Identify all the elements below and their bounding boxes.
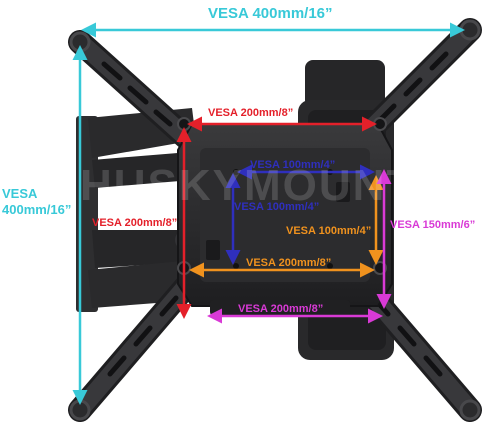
vesa-400-top-label: VESA 400mm/16” <box>208 5 333 22</box>
vesa-200-lower-label: VESA 200mm/8” <box>238 303 324 315</box>
bracket-slots <box>101 51 449 377</box>
vesa-200-left-label: VESA 200mm/8” <box>92 217 178 229</box>
bracket-end-holes <box>69 19 481 421</box>
vesa-150-right-label: VESA 150mm/6” <box>390 219 476 231</box>
watermark-text: HUSKYMOUNT <box>80 161 416 210</box>
vesa-400-left-label-line1: VESA <box>2 186 38 201</box>
vesa-400-left-label-line2: 400mm/16” <box>2 202 72 217</box>
vesa-100-top-label: VESA 100mm/4” <box>250 159 336 171</box>
vesa-100-left-label: VESA 100mm/4” <box>234 201 320 213</box>
vesa-200-bottom-label: VESA 200mm/8” <box>246 257 332 269</box>
center-plate <box>177 123 393 316</box>
vesa-200-top-label: VESA 200mm/8” <box>208 107 294 119</box>
vesa-100-right-label: VESA 100mm/4” <box>286 225 372 237</box>
